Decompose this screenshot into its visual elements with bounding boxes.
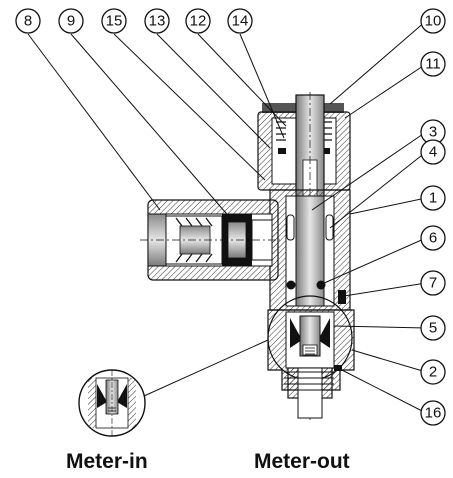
callout-14: 14 — [227, 8, 253, 34]
svg-text:6: 6 — [429, 230, 437, 247]
callout-10: 10 — [420, 8, 446, 34]
svg-text:16: 16 — [425, 405, 442, 422]
callout-7: 7 — [420, 270, 446, 296]
svg-text:15: 15 — [106, 13, 123, 30]
meter-in-caption: Meter-in — [66, 450, 148, 473]
callout-6: 6 — [420, 225, 446, 251]
callout-15: 15 — [101, 8, 127, 34]
callout-16: 16 — [420, 400, 446, 426]
callout-4: 4 — [420, 139, 446, 165]
svg-text:2: 2 — [429, 364, 437, 381]
svg-text:8: 8 — [24, 13, 32, 30]
svg-text:13: 13 — [149, 13, 166, 30]
fitting-body — [257, 92, 355, 420]
svg-text:3: 3 — [429, 124, 437, 141]
callout-9: 9 — [58, 8, 84, 34]
svg-text:12: 12 — [190, 13, 207, 30]
callout-5: 5 — [420, 315, 446, 341]
callout-1: 1 — [420, 185, 446, 211]
leader-lines — [27, 20, 427, 414]
push-in-connector — [140, 199, 280, 281]
callout-2: 2 — [420, 359, 446, 385]
callout-8: 8 — [15, 8, 41, 34]
svg-text:10: 10 — [425, 13, 442, 30]
svg-text:1: 1 — [429, 190, 437, 207]
svg-text:4: 4 — [429, 144, 437, 161]
callout-13: 13 — [144, 8, 170, 34]
svg-text:11: 11 — [425, 56, 441, 73]
meter-out-caption: Meter-out — [254, 450, 350, 473]
callout-12: 12 — [185, 8, 211, 34]
svg-text:9: 9 — [67, 13, 75, 30]
svg-text:7: 7 — [429, 275, 437, 292]
svg-text:14: 14 — [232, 13, 249, 30]
svg-text:5: 5 — [429, 320, 437, 337]
callout-11: 11 — [420, 51, 446, 77]
meter-in-detail — [78, 369, 146, 437]
